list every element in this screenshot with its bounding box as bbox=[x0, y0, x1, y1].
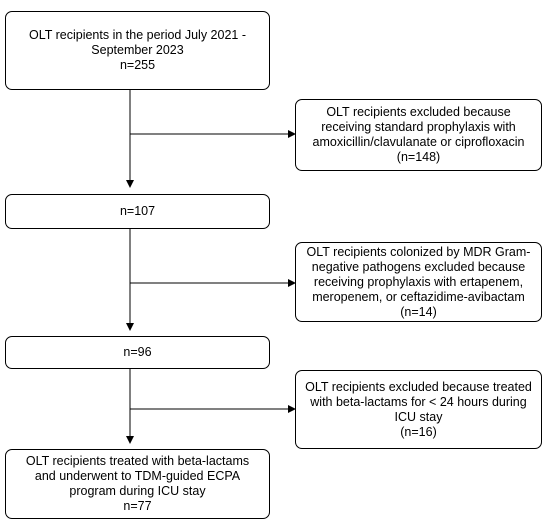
box-final-cohort-text: OLT recipients treated with beta-lactams… bbox=[25, 454, 250, 513]
box-n96-text: n=96 bbox=[123, 345, 152, 359]
box-excluded-short-treatment-text: OLT recipients excluded because treated … bbox=[305, 379, 532, 439]
box-n107: n=107 bbox=[5, 194, 270, 229]
box-n107-text: n=107 bbox=[119, 204, 156, 218]
box-olt-recipients-total: OLT recipients in the period July 2021 -… bbox=[5, 11, 270, 90]
box-excluded-standard-prophylaxis: OLT recipients excluded because receivin… bbox=[295, 99, 542, 171]
box-excluded-mdr-colonized: OLT recipients colonized by MDR Gram- ne… bbox=[295, 242, 542, 322]
box-excluded-standard-prophylaxis-text: OLT recipients excluded because receivin… bbox=[312, 105, 525, 164]
box-olt-recipients-total-text: OLT recipients in the period July 2021 -… bbox=[28, 28, 247, 72]
box-excluded-mdr-colonized-text: OLT recipients colonized by MDR Gram- ne… bbox=[306, 244, 531, 319]
box-final-cohort: OLT recipients treated with beta-lactams… bbox=[5, 449, 270, 519]
box-n96: n=96 bbox=[5, 336, 270, 369]
box-excluded-short-treatment: OLT recipients excluded because treated … bbox=[295, 370, 542, 449]
